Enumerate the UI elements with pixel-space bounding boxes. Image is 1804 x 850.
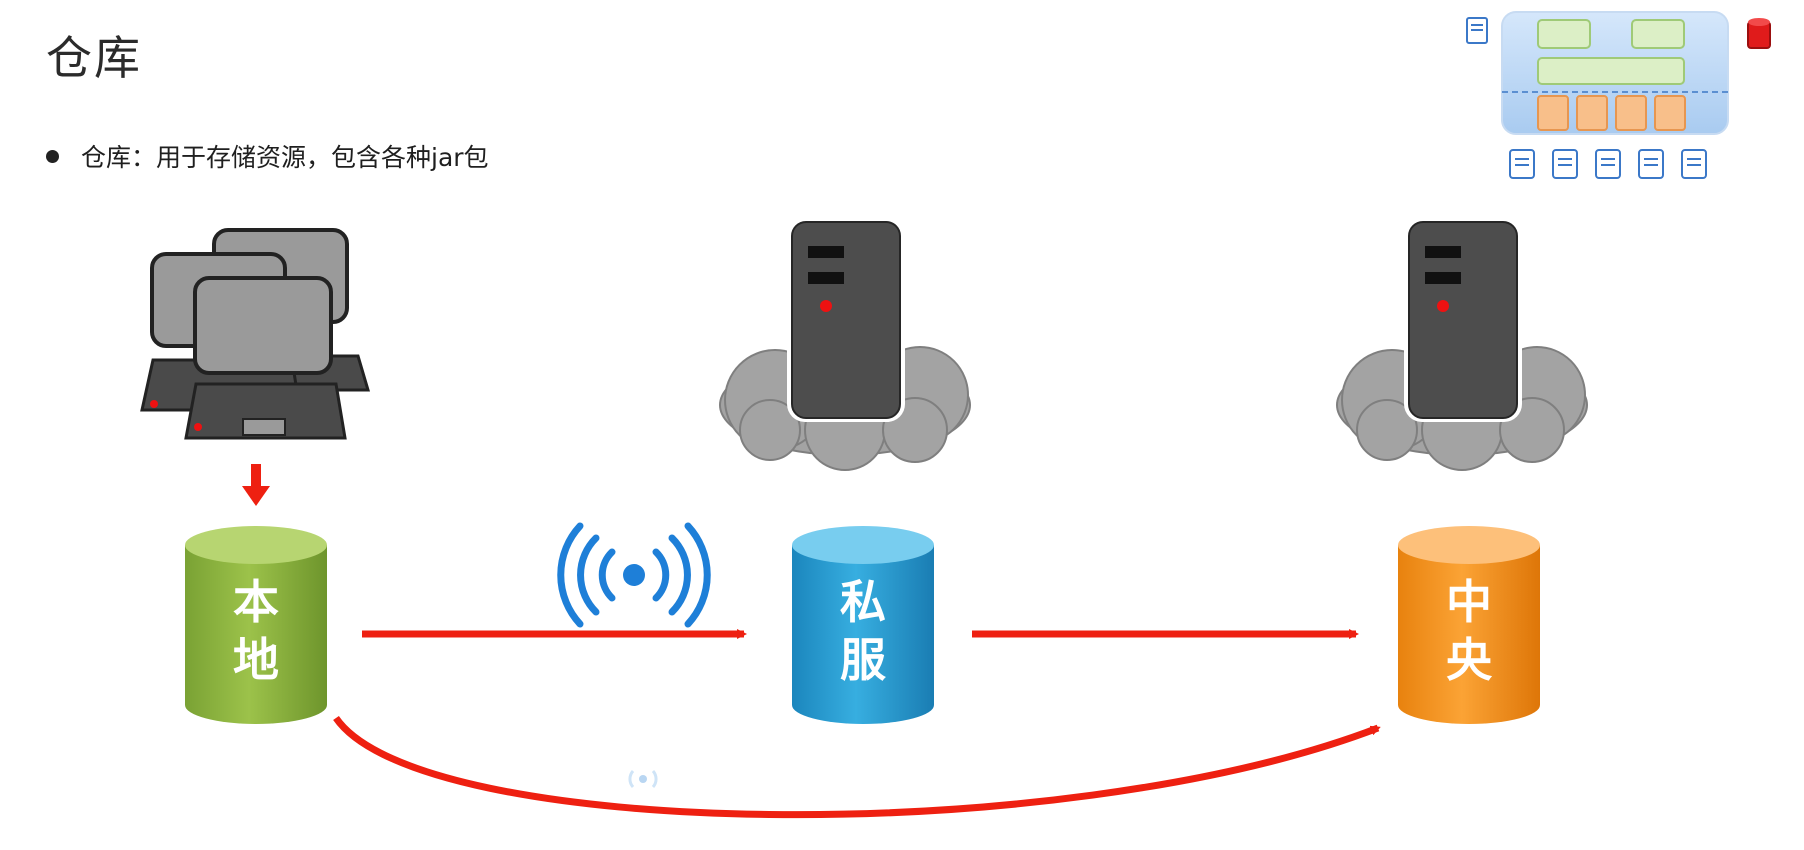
bullet-item: 仓库：用于存储资源，包含各种jar包 [46,138,489,174]
private-label-line2: 服 [840,633,886,687]
server-icon [787,218,905,422]
arrow-local-to-central [333,716,1381,819]
page-title: 仓库 [46,31,142,85]
bullet-dot [46,149,59,163]
logo-icon [1466,11,1771,179]
central-label-line1: 中 [1446,575,1492,629]
down-arrow-icon [242,464,270,506]
private-label-line1: 私 [840,575,886,629]
computers-icon [140,228,371,440]
central-label-line2: 央 [1446,633,1493,687]
bullet-text: 仓库：用于存储资源，包含各种jar包 [81,143,489,172]
local-label-line2: 地 [233,633,279,687]
central-repository-cylinder: 中 央 [1398,526,1540,724]
private-repository-cylinder: 私 服 [792,526,934,724]
server-icon [1404,218,1522,422]
wifi-icon [557,522,711,628]
local-label-line1: 本 [233,575,279,629]
central-server-group [1336,218,1588,471]
private-server-group [719,218,971,471]
faint-wifi-icon [628,770,658,788]
local-repository-cylinder: 本 地 [185,526,327,724]
